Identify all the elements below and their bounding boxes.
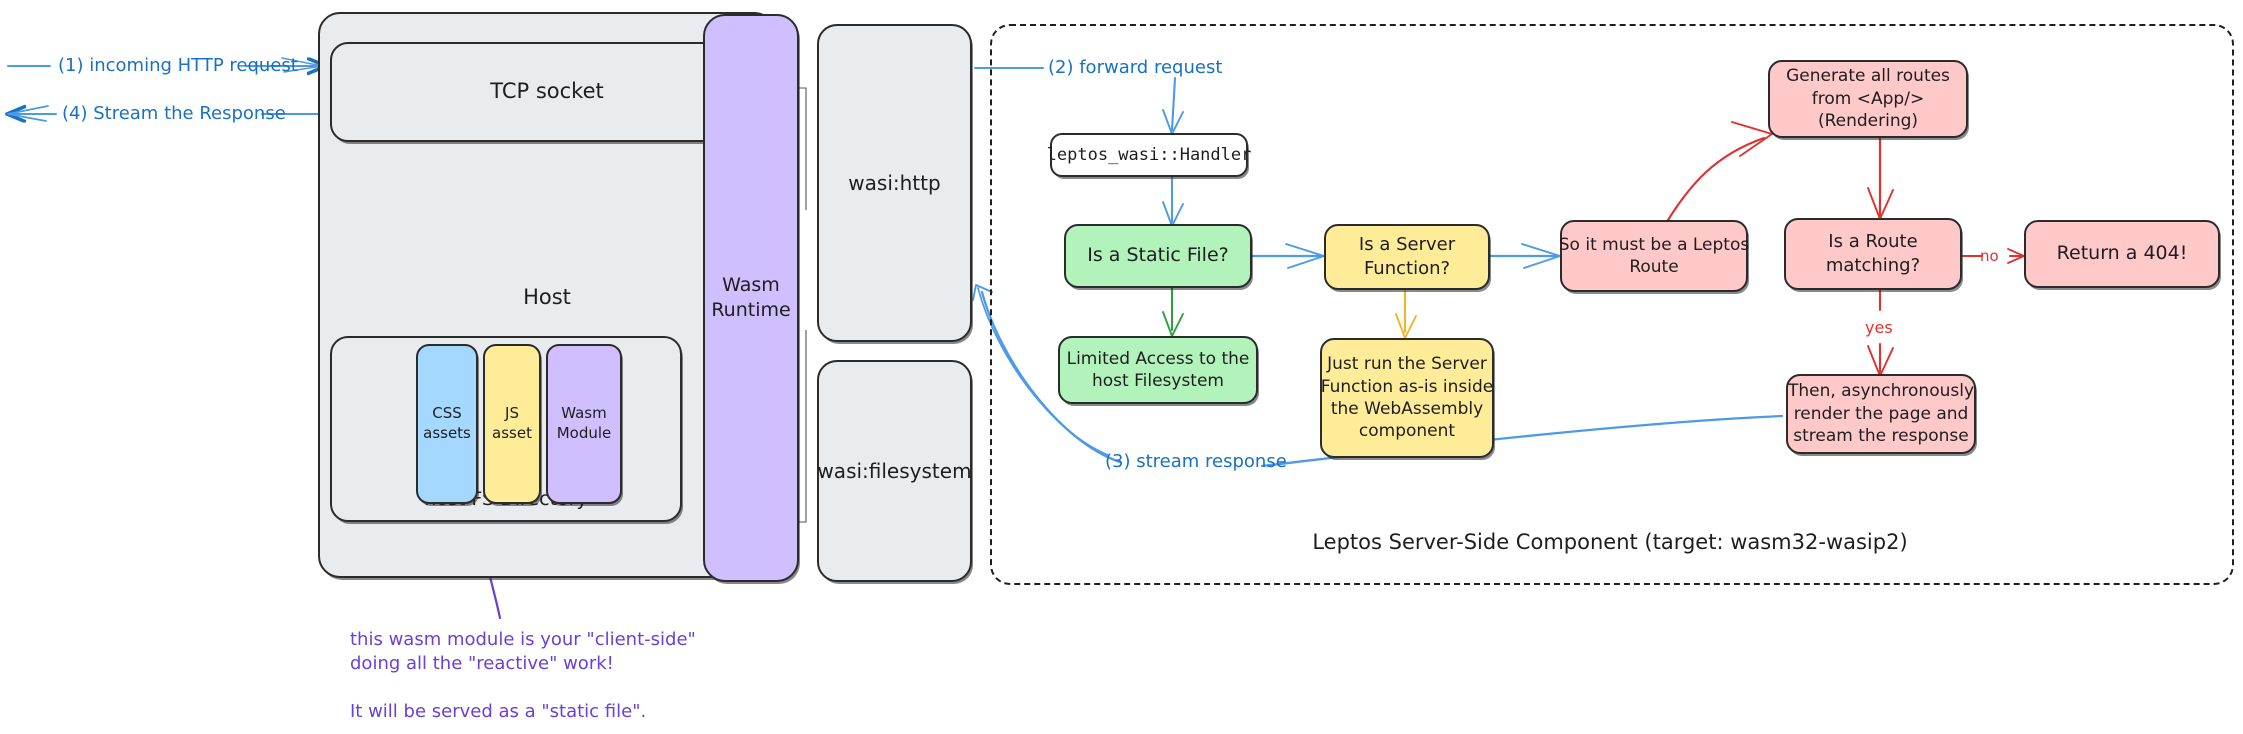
asset-label-css: CSS assets <box>423 404 471 442</box>
edge-label-yes: yes <box>1865 318 1893 337</box>
note-wasm-module-line2: doing all the "reactive" work! <box>350 653 614 674</box>
node-render-and-stream: Then, asynchronously render the page and… <box>1786 374 1976 454</box>
node-just-run-server-function: Just run the Server Function as-is insid… <box>1320 338 1494 458</box>
annotation-stream-response: (3) stream response <box>1105 451 1287 472</box>
node-label-is-server-function: Is a Server Function? <box>1358 234 1456 279</box>
node-label-render-stream: Then, asynchronously render the page and… <box>1787 381 1975 447</box>
node-label-return-404: Return a 404! <box>2056 242 2188 265</box>
host-label: Host <box>523 285 571 309</box>
node-label-just-run: Just run the Server Function as-is insid… <box>1320 354 1494 442</box>
wasi-http-box: wasi:http <box>817 24 972 342</box>
wasi-filesystem-label: wasi:filesystem <box>817 458 972 483</box>
node-label-handler: leptos_wasi::Handler <box>1046 144 1252 165</box>
wasi-filesystem-box: wasi:filesystem <box>817 360 972 582</box>
asset-label-js: JS asset <box>492 404 532 442</box>
asset-box-wasm-module: Wasm Module <box>546 344 622 504</box>
node-return-404: Return a 404! <box>2024 220 2220 288</box>
annotation-stream-the-response: (4) Stream the Response <box>62 103 286 124</box>
wasm-runtime-label: Wasm Runtime <box>711 273 791 321</box>
node-is-server-function: Is a Server Function? <box>1324 224 1490 290</box>
node-is-static-file: Is a Static File? <box>1064 224 1252 288</box>
wasi-http-label: wasi:http <box>848 170 941 195</box>
leptos-component-caption: Leptos Server-Side Component (target: wa… <box>1312 530 1908 554</box>
tcp-socket-box: TCP socket <box>330 42 764 142</box>
annotation-incoming-http-request: (1) incoming HTTP request <box>58 55 298 76</box>
tcp-socket-label: TCP socket <box>490 79 604 104</box>
leptos-component-container <box>990 24 2234 585</box>
note-wasm-module-line1: this wasm module is your "client-side" <box>350 629 696 650</box>
note-wasm-module-line3: It will be served as a "static file". <box>350 701 647 722</box>
node-label-limited-access: Limited Access to the host Filesystem <box>1066 348 1250 391</box>
node-is-route-matching: Is a Route matching? <box>1784 218 1962 290</box>
asset-box-css: CSS assets <box>416 344 478 504</box>
wasm-runtime-box: Wasm Runtime <box>703 14 799 582</box>
edge-label-no: no <box>1980 247 1999 265</box>
asset-label-wasm-module: Wasm Module <box>556 404 612 442</box>
node-leptos-route: So it must be a Leptos Route <box>1558 220 1750 292</box>
node-generate-all-routes: Generate all routes from <App/> (Renderi… <box>1768 60 1968 138</box>
node-label-is-route-matching: Is a Route matching? <box>1825 231 1921 276</box>
node-leptos-wasi-handler: leptos_wasi::Handler <box>1047 133 1251 177</box>
node-label-leptos-route: So it must be a Leptos Route <box>1558 234 1750 277</box>
node-label-is-static-file: Is a Static File? <box>1087 244 1229 267</box>
node-limited-access: Limited Access to the host Filesystem <box>1058 336 1258 404</box>
node-label-generate-routes: Generate all routes from <App/> (Renderi… <box>1786 66 1950 132</box>
annotation-forward-request: (2) forward request <box>1048 57 1223 78</box>
asset-box-js: JS asset <box>483 344 541 504</box>
